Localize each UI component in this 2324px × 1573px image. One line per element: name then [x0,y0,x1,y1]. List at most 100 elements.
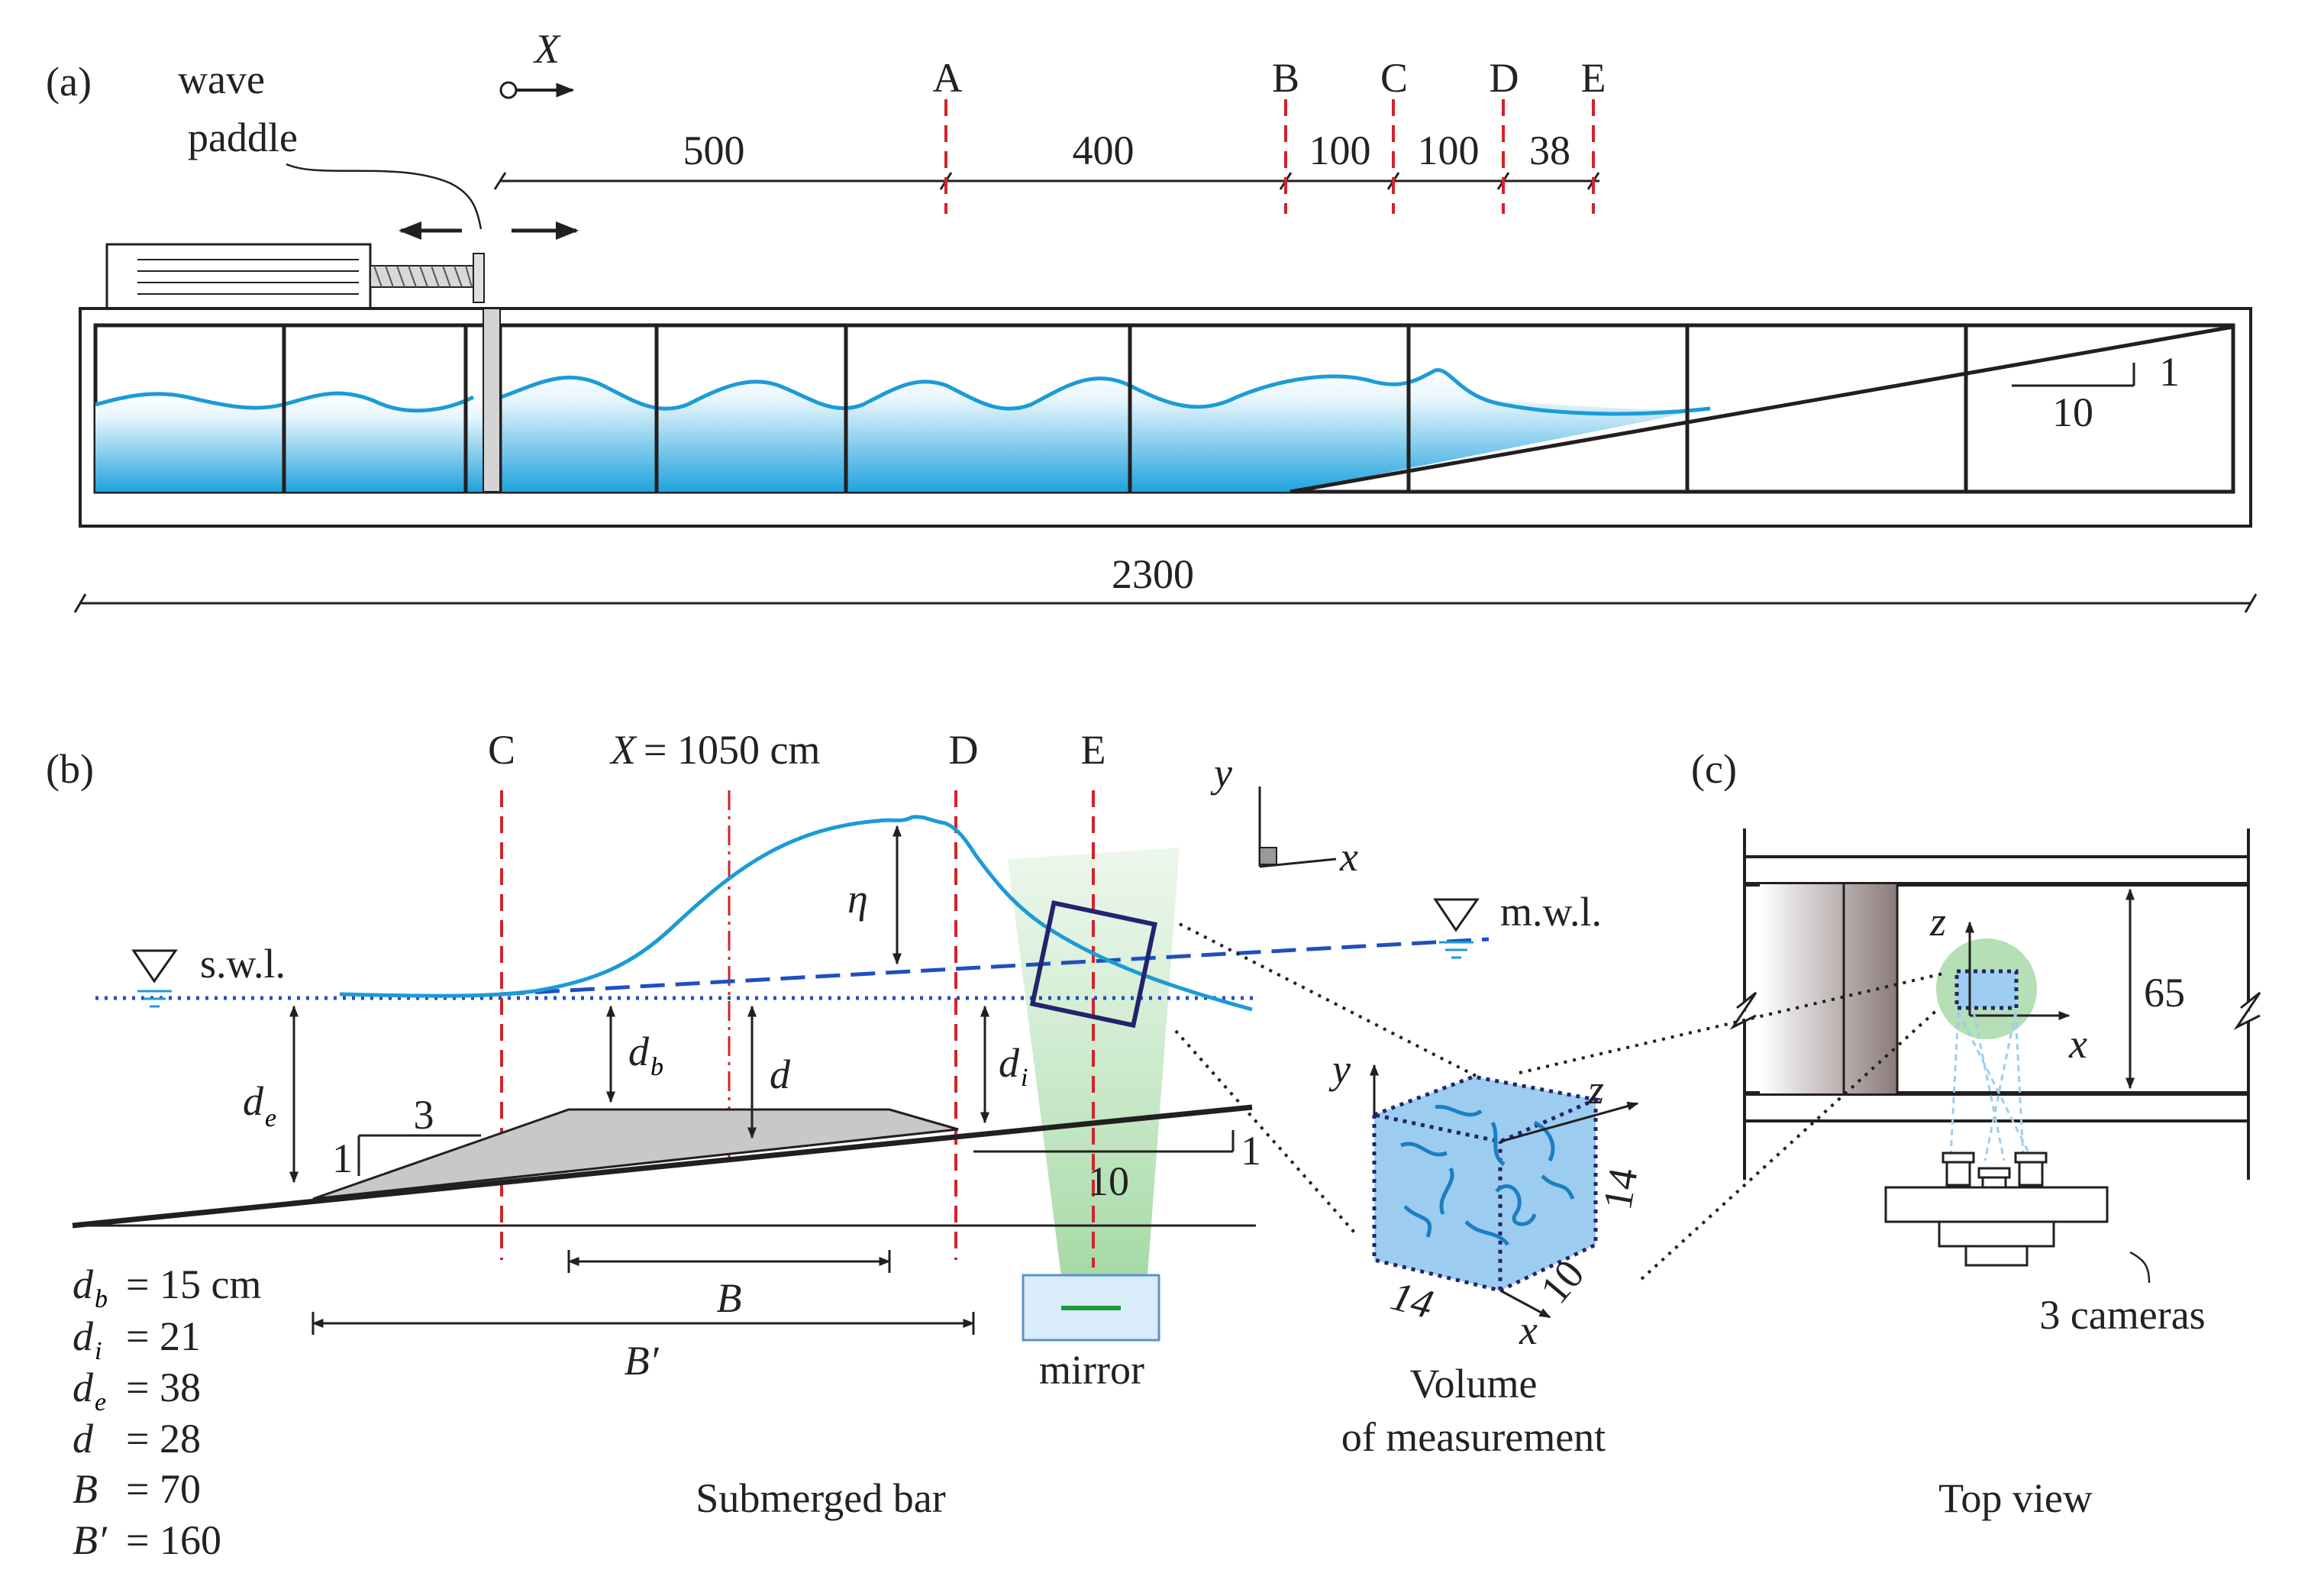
b-label: B [717,1275,742,1321]
mirror-label: mirror [1039,1347,1144,1393]
de-symbol: d [243,1078,264,1124]
volume-x-label: x [1519,1307,1538,1353]
camera-sightlines [1949,1011,2032,1161]
distance-400: 400 [1073,128,1135,173]
orient-corner [1259,847,1277,865]
param-5-sym: B′ [73,1517,108,1563]
param-3-val: = 28 [126,1416,201,1462]
wave-profile [339,815,1253,1012]
total-length-label: 2300 [1112,551,1194,597]
param-4-val: = 70 [126,1466,201,1512]
volume-x-axis [1499,1289,1551,1319]
bar-slope-rise: 1 [332,1135,353,1181]
distance-500: 500 [683,128,745,173]
center-x-symbol: X [609,727,637,773]
param-1-sym: d [73,1313,94,1359]
bar-slope-run: 3 [414,1092,434,1138]
total-length-tick-right [2244,593,2258,613]
distance-38: 38 [1529,128,1570,173]
db-subscript: b [650,1053,663,1081]
total-length-tick-left [73,593,87,613]
origin-circle [499,81,518,99]
zoom-line-c-lower [1640,1006,1941,1281]
station-d-label-b: D [949,727,979,773]
flume-slope-run: 10 [2052,389,2093,435]
param-2-sub: e [95,1388,106,1416]
param-2-val: = 38 [126,1365,201,1410]
submerged-bar [312,1108,959,1200]
panel-b-label: (b) [46,746,94,792]
param-2-sym: d [73,1365,94,1410]
de-subscript: e [265,1104,276,1132]
db-symbol: d [628,1029,650,1074]
param-4-sym: B [73,1466,98,1512]
station-e-label-b: E [1081,727,1106,773]
volume-cube-edges [1367,1074,1603,1294]
mwl-triangle-icon [1433,898,1480,932]
d-symbol: d [770,1051,791,1097]
bar-top-view [1760,884,1897,1093]
panel-b: (b) mirror C D E X = 1050 cm s.w.l. m.w.… [46,727,1602,1563]
vortex-filaments [1400,1104,1575,1246]
paddle-leader-line [286,163,483,230]
param-0-sym: d [73,1261,94,1307]
flume-slope-rise: 1 [2159,349,2180,395]
volume-z-axis [1499,1101,1639,1143]
flume [79,307,2252,528]
swl-label: s.w.l. [200,941,286,987]
top-z-label: z [1929,899,1946,945]
cameras-leader-line [2129,1251,2151,1284]
cameras-label: 3 cameras [2039,1292,2205,1338]
distance-100-a: 100 [1309,128,1371,173]
paddle-label-line1: wave [178,57,265,102]
mean-water-line [499,937,1490,996]
center-x-value: = 1050 cm [644,727,820,773]
param-0-val: = 15 cm [126,1261,261,1307]
zoom-line-upper [1179,922,1478,1078]
station-c-label: C [1380,55,1408,101]
paddle-label-line2: paddle [188,115,298,160]
wave-paddle-motor [105,243,485,310]
param-1-sub: i [95,1337,102,1365]
zoom-line-lower [1174,1029,1357,1235]
station-b-label: B [1272,55,1299,101]
volume-caption-1: Volume [1409,1361,1537,1407]
panel-c-label: (c) [1691,746,1737,792]
beach-slope-rise: 1 [1241,1128,1261,1174]
cameras-assembly [1884,1151,2109,1267]
break-mark-right [2233,991,2261,1030]
measurement-area-top [1954,969,2019,1010]
panel-c-caption: Top view [1938,1475,2093,1521]
volume-z-label: z [1587,1067,1604,1113]
panel-b-caption: Submerged bar [696,1475,945,1521]
di-subscript: i [1021,1064,1028,1092]
beach-slope-run: 10 [1088,1158,1129,1204]
measurement-window [1029,900,1158,1029]
distance-100-b: 100 [1418,128,1480,173]
beach-slope [72,1104,1253,1229]
swl-triangle-icon [131,949,178,984]
panel-c: (c) z x 65 [1519,746,2261,1521]
parameter-list: d b = 15 cm d i = 21 d e = 38 d = 28 B =… [73,1261,261,1563]
measurement-volume: y z x 14 14 10 Volume of measurement [1328,1046,1647,1460]
channel-width-label: 65 [2144,970,2185,1016]
volume-dim-14-right: 14 [1594,1164,1646,1213]
orient-x-label: x [1339,834,1358,880]
volume-dim-14-left: 14 [1386,1273,1438,1328]
b-prime-label: B′ [625,1338,660,1384]
eta-label: η [847,876,868,922]
panel-a: (a) wave paddle X 500 400 100 100 38 A B… [46,26,2258,613]
param-1-val: = 21 [126,1313,201,1359]
di-symbol: d [999,1040,1020,1086]
station-d-label: D [1490,55,1519,101]
x-axis-label: X [533,26,561,72]
param-5-val: = 160 [126,1517,221,1563]
station-c-label-b: C [488,727,515,773]
station-e-label: E [1581,55,1606,101]
top-x-label: x [2068,1021,2087,1067]
station-a-label: A [933,55,963,101]
orient-y-label: y [1210,750,1232,796]
mwl-label: m.w.l. [1500,889,1602,935]
